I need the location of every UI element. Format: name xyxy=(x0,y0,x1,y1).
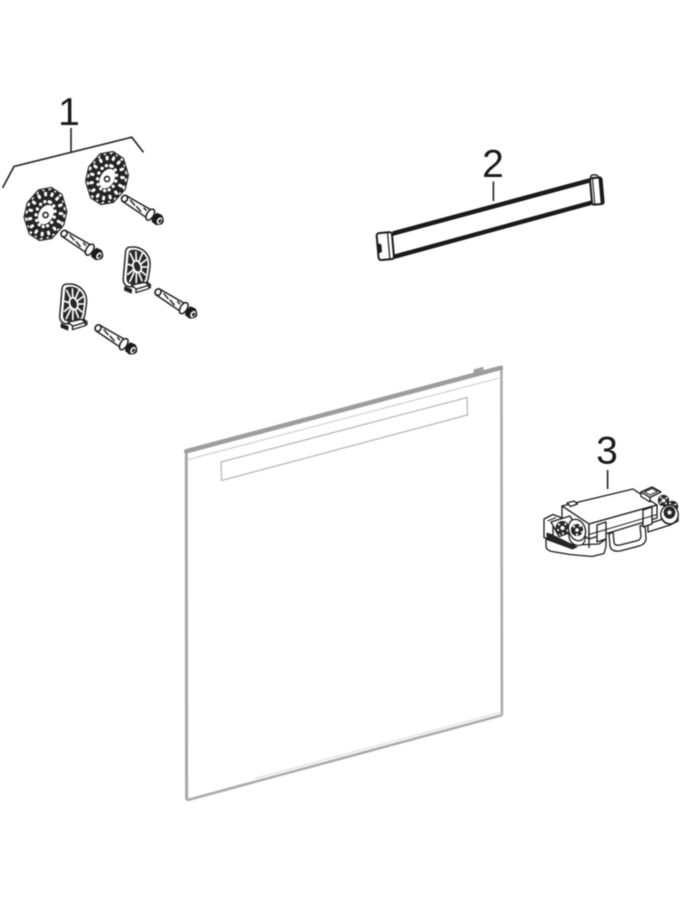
svg-text:2: 2 xyxy=(482,143,504,186)
svg-text:1: 1 xyxy=(58,91,80,134)
svg-text:3: 3 xyxy=(596,429,618,472)
